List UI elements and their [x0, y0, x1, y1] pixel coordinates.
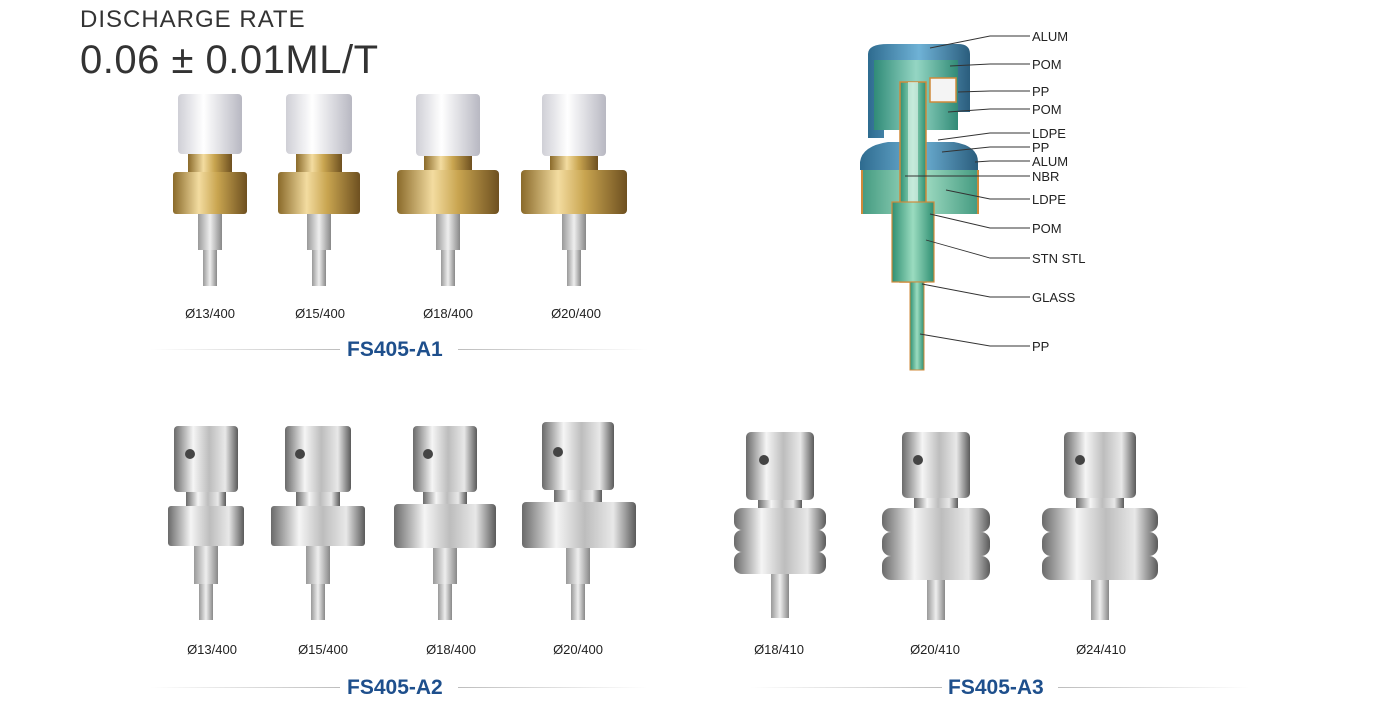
divider [150, 687, 340, 688]
material-label: POM [1032, 221, 1062, 236]
series-heading-a1: FS405-A1 [150, 338, 650, 362]
series-heading-a3: FS405-A3 [750, 676, 1250, 700]
series-name: FS405-A2 [347, 676, 443, 699]
product-image-a1-2 [276, 92, 362, 292]
material-label: ALUM [1032, 154, 1069, 169]
product-image-a3-3 [1040, 430, 1160, 626]
size-label: Ø13/400 [187, 642, 237, 657]
size-label: Ø18/400 [423, 306, 473, 321]
divider [150, 349, 340, 350]
size-label: Ø24/410 [1076, 642, 1126, 657]
product-image-a2-2 [270, 424, 366, 624]
material-label: ALUM [1032, 29, 1069, 44]
size-label: Ø18/400 [426, 642, 476, 657]
material-label: POM [1032, 102, 1062, 117]
material-label: GLASS [1032, 290, 1076, 305]
divider [458, 687, 648, 688]
product-image-a1-4 [520, 92, 630, 292]
size-label: Ø18/410 [754, 642, 804, 657]
material-label: PP [1032, 140, 1050, 155]
product-image-a2-4 [520, 420, 638, 624]
cross-section-diagram [858, 42, 988, 372]
divider [750, 687, 942, 688]
product-image-a2-3 [392, 424, 498, 624]
material-label: STN STL [1032, 251, 1086, 266]
product-image-a3-1 [730, 430, 830, 626]
product-image-a1-3 [394, 92, 502, 292]
product-image-a2-1 [166, 424, 246, 624]
material-label: LDPE [1032, 192, 1066, 207]
series-heading-a2: FS405-A2 [150, 676, 650, 700]
product-image-a1-1 [170, 92, 250, 292]
discharge-rate-value: 0.06 ± 0.01ML/T [80, 38, 379, 82]
material-label: NBR [1032, 169, 1060, 184]
size-label: Ø20/400 [553, 642, 603, 657]
size-label: Ø13/400 [185, 306, 235, 321]
material-label: PP [1032, 84, 1050, 99]
size-label: Ø20/400 [551, 306, 601, 321]
product-image-a3-2 [880, 430, 992, 626]
divider [1058, 687, 1250, 688]
material-label: LDPE [1032, 126, 1066, 141]
size-label: Ø15/400 [295, 306, 345, 321]
material-label: PP [1032, 339, 1050, 354]
size-label: Ø20/410 [910, 642, 960, 657]
material-label: POM [1032, 57, 1062, 72]
size-label: Ø15/400 [298, 642, 348, 657]
series-name: FS405-A1 [347, 338, 443, 361]
series-name: FS405-A3 [948, 676, 1044, 699]
divider [458, 349, 648, 350]
discharge-rate-title: DISCHARGE RATE [80, 6, 306, 33]
